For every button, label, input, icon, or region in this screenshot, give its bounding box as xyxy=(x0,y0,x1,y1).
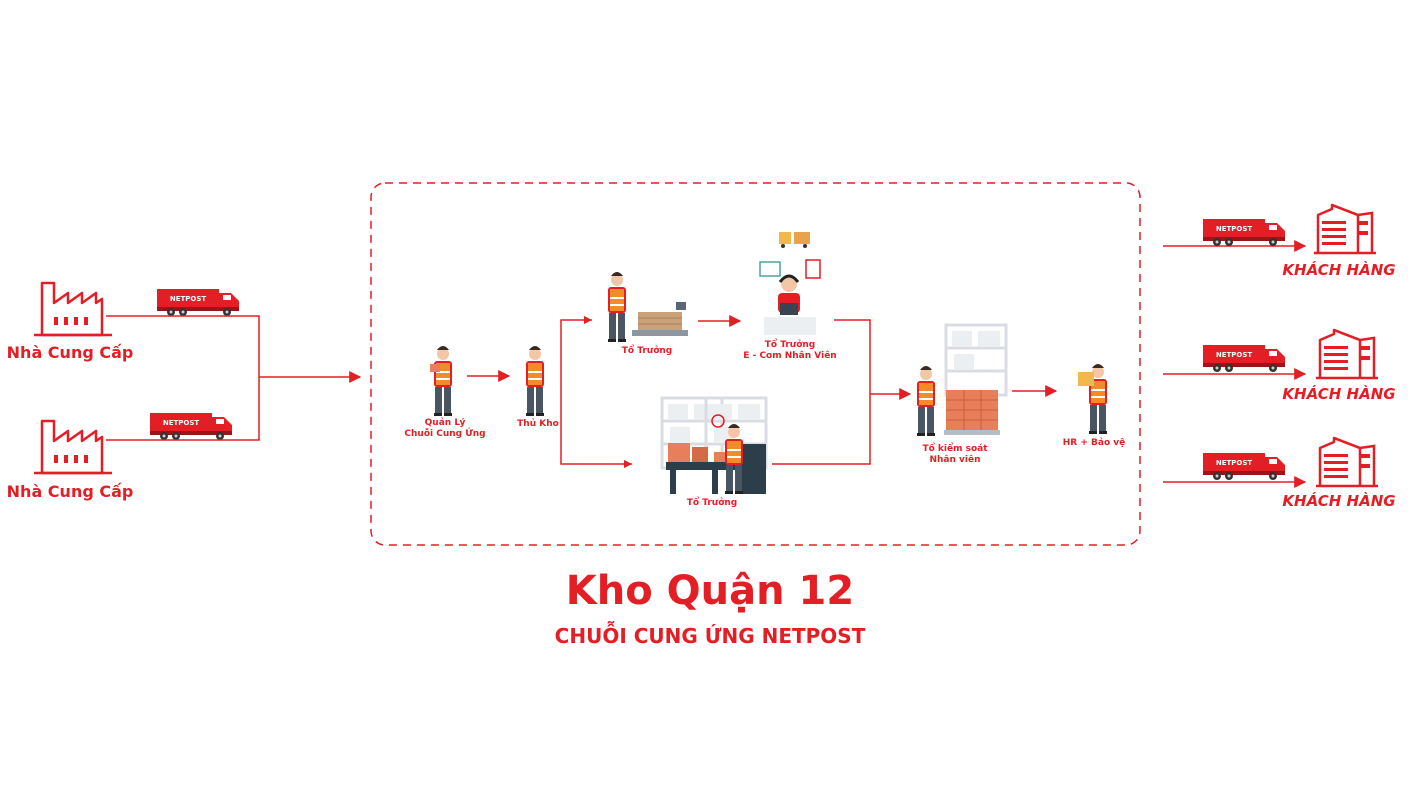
role-teamlead-top-label: Tổ Trưởng xyxy=(621,346,673,356)
customer-building-icon-3 xyxy=(1314,436,1380,488)
forklift-icon xyxy=(779,232,810,248)
truck-brand: NETPOST xyxy=(170,295,207,303)
storekeeper-worker-icon xyxy=(526,346,544,416)
role-ecom-label: Tổ Trưởng E - Com Nhân Viên xyxy=(743,340,837,361)
role-manager-label: Quản Lý Chuỗi Cung Ứng xyxy=(404,418,486,439)
check-icon xyxy=(711,414,725,428)
conveyor-icon xyxy=(666,443,766,494)
supplier-label-1: Nhà Cung Cấp xyxy=(6,343,134,362)
customer-label-1: KHÁCH HÀNG xyxy=(1282,261,1396,279)
truck-brand: NETPOST xyxy=(1216,351,1253,359)
customer-label-2: KHÁCH HÀNG xyxy=(1282,385,1396,403)
truck-brand: NETPOST xyxy=(163,419,200,427)
truck-brand: NETPOST xyxy=(1216,225,1253,233)
page-title: Kho Quận 12 xyxy=(565,568,855,614)
inspection-worker-icon xyxy=(917,366,935,436)
role-inspection-label: Tổ kiểm soát Nhân viên xyxy=(922,444,988,465)
supplier-label-2: Nhà Cung Cấp xyxy=(6,482,134,501)
truck-brand: NETPOST xyxy=(1216,459,1253,467)
customer-label-3: KHÁCH HÀNG xyxy=(1282,492,1396,510)
screen-icon xyxy=(759,259,821,279)
supplier-connector xyxy=(106,315,260,441)
arrow-head xyxy=(624,460,632,468)
customer-building-icon-1 xyxy=(1312,203,1378,255)
role-hr-security-label: HR + Bảo vệ xyxy=(1062,438,1126,448)
arrow-head xyxy=(584,316,592,324)
ecom-operator-icon xyxy=(764,274,816,335)
clipboard-icon xyxy=(430,364,440,372)
supplier-factory-icon-2 xyxy=(32,419,114,475)
page-subtitle: CHUỖI CUNG ỨNG NETPOST xyxy=(554,624,866,648)
role-teamlead-bottom-label: Tổ Trưởng xyxy=(686,498,738,508)
team-lead-top-worker-icon xyxy=(608,272,626,342)
pallet-boxes-icon xyxy=(944,390,1000,435)
supplier-factory-icon-1 xyxy=(32,281,114,337)
connector-teamlead-bottom xyxy=(772,394,871,465)
rack-icon xyxy=(944,323,1008,397)
manager-worker-icon xyxy=(434,346,452,416)
box-icon xyxy=(1078,372,1094,386)
customer-building-icon-2 xyxy=(1314,328,1380,380)
connector-ecom xyxy=(834,319,871,394)
warehouse-boundary xyxy=(370,182,1141,546)
split-connector xyxy=(560,319,632,465)
pallet-scale-icon xyxy=(632,302,688,336)
role-storekeeper-label: Thủ Kho xyxy=(517,419,559,429)
